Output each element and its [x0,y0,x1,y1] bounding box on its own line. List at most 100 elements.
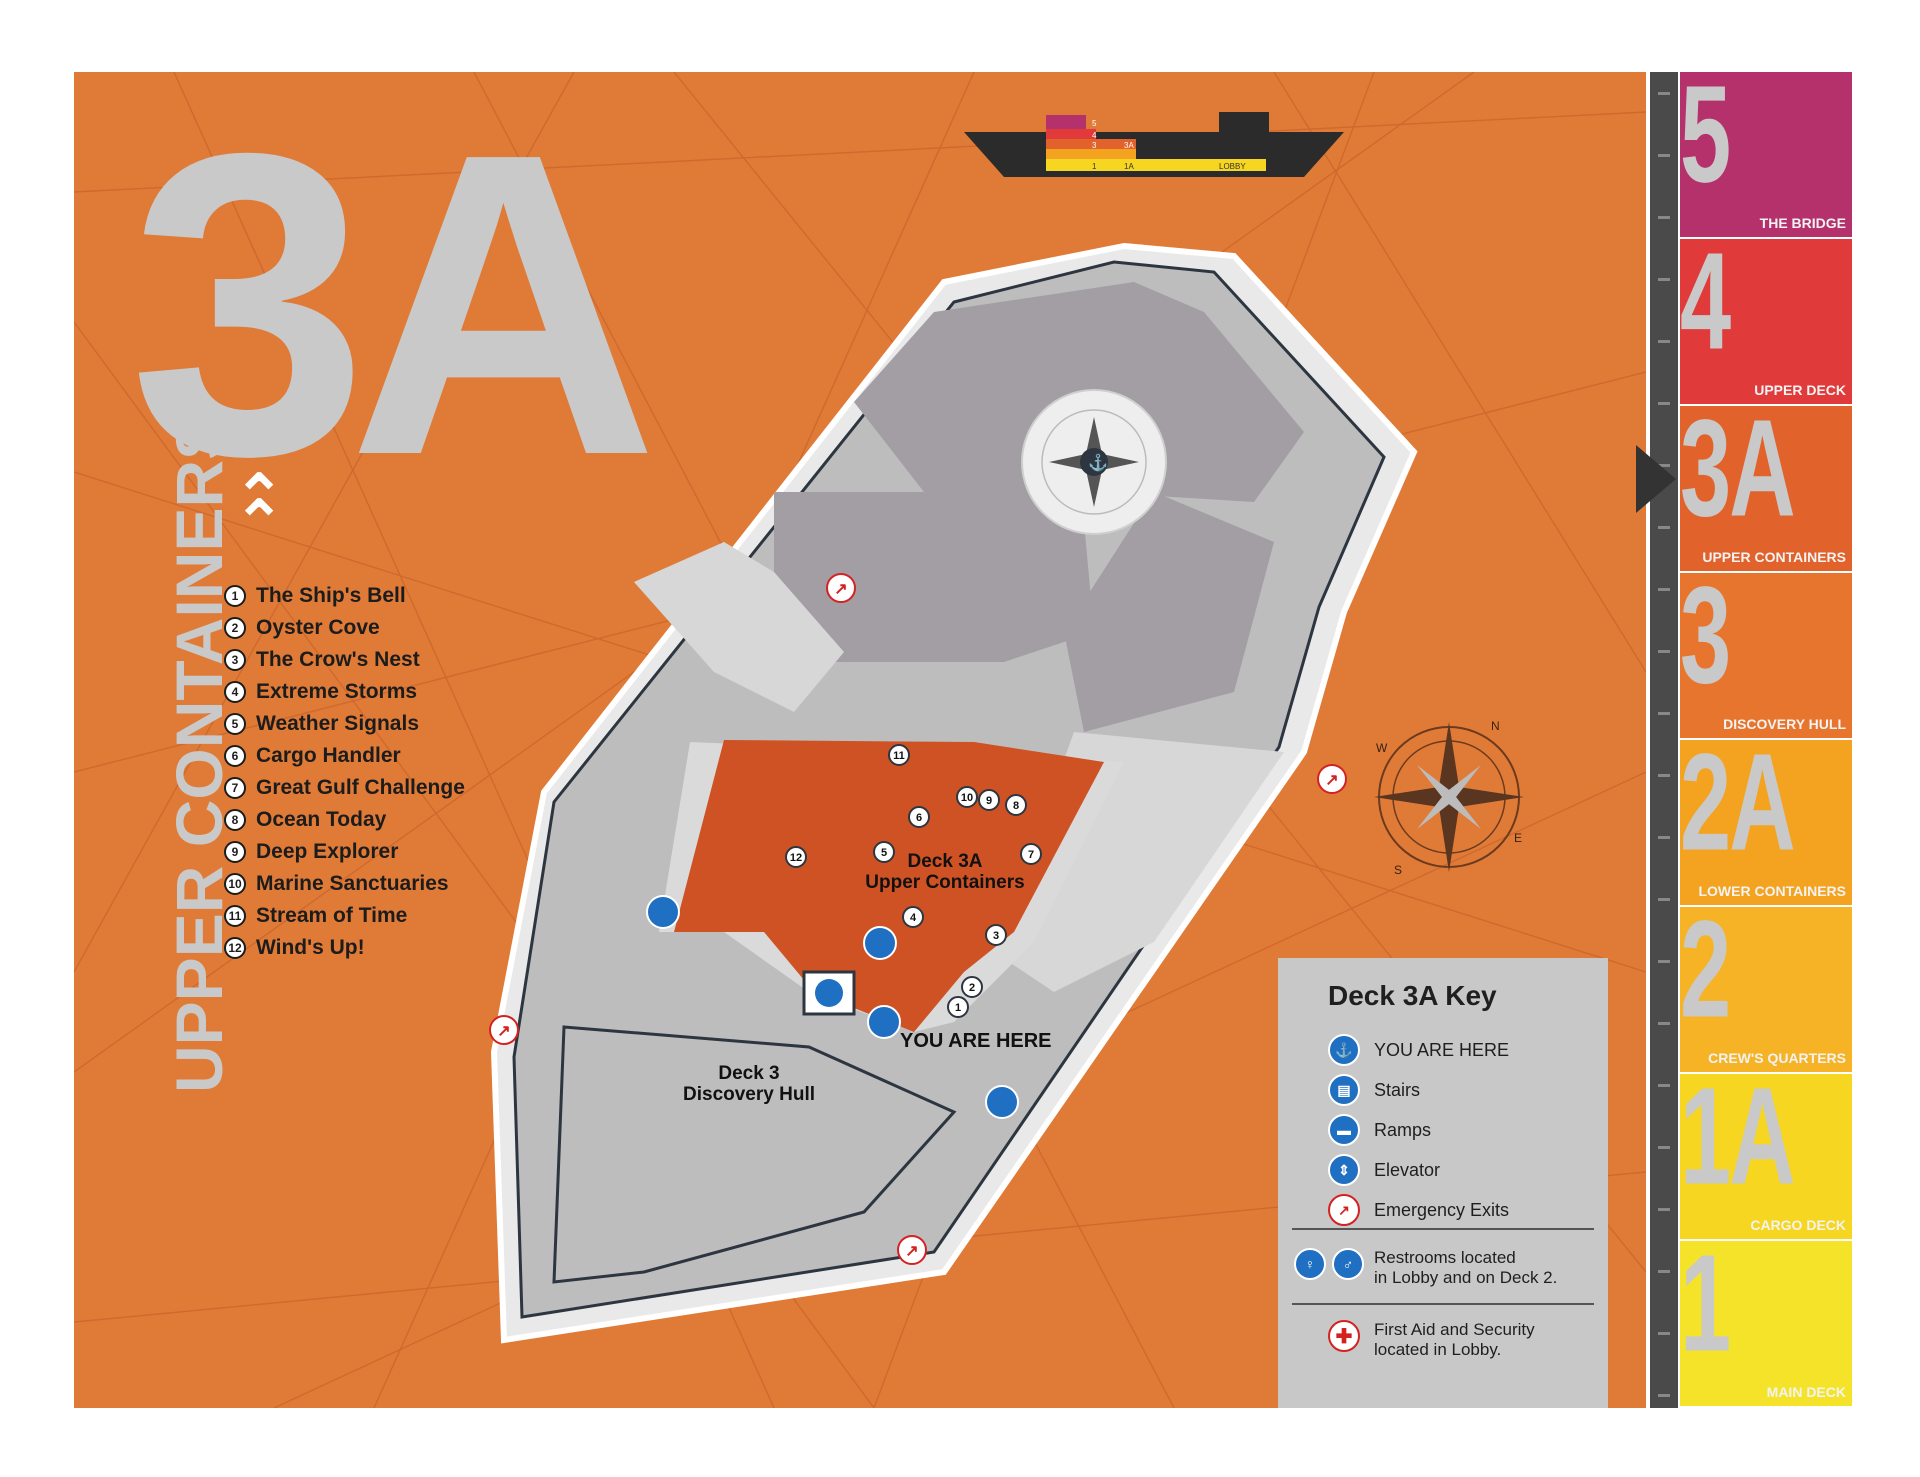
rail-tick [1658,774,1670,777]
area-label-deck-3: Deck 3 Discovery Hull [683,1063,815,1105]
profile-label-3: 3 [1092,141,1097,150]
rail-tick [1658,1146,1670,1149]
compass-letter-w: W [1376,741,1388,755]
profile-label-lobby: LOBBY [1219,162,1246,171]
key-label: Ramps [1374,1119,1432,1140]
svg-text:5: 5 [881,847,887,859]
deck-tab-number: 1 [1680,1241,1731,1381]
svg-text:8: 8 [1013,800,1019,812]
rail-tick [1658,650,1670,653]
exhibit-number-badge: 1 [224,585,246,607]
profile-label-1: 1 [1092,162,1097,171]
exhibit-name: Cargo Handler [256,744,401,767]
svg-text:10: 10 [961,792,973,804]
deck-tab-name: THE BRIDGE [1759,215,1846,231]
key-divider [1292,1228,1594,1230]
deck-tab-number: 2 [1680,907,1731,1047]
first-aid-note: First Aid and Security located in Lobby. [1374,1320,1535,1359]
exhibit-number-badge: 8 [224,809,246,831]
compass-letter-e: E [1514,831,1522,845]
rail-tick [1658,960,1670,963]
compass-letter-s: S [1394,863,1402,877]
profile-label-4: 4 [1092,131,1097,140]
deck-tab-number: 1A [1680,1074,1796,1214]
svg-text:↗: ↗ [834,581,847,598]
rail-tick [1658,154,1670,157]
svg-text:12: 12 [790,852,802,864]
rail-tick [1658,1084,1670,1087]
rail-tick [1658,712,1670,715]
deck-number-large: 3A [129,72,659,545]
deck-tab-2a[interactable]: 2A LOWER CONTAINERS [1680,740,1852,907]
deck-tab-number: 2A [1680,740,1796,880]
exhibit-name: Marine Sanctuaries [256,872,449,895]
exhibit-number-badge: 5 [224,713,246,735]
map-anchor-icon: ⚓ [1088,453,1108,472]
deck-tab-name: UPPER DECK [1754,382,1846,398]
key-row: ▬ Ramps [1328,1114,1431,1146]
deck-tab-name: MAIN DECK [1766,1384,1846,1400]
exhibit-number-badge: 9 [224,841,246,863]
first-aid-icon: ✚ [1328,1320,1360,1352]
exhibit-item: 8 Ocean Today [224,804,465,836]
exhibit-number-badge: 6 [224,745,246,767]
deck-tab-name: CREW'S QUARTERS [1708,1050,1846,1066]
key-divider [1292,1303,1594,1305]
current-deck-pointer-icon [1636,445,1676,513]
restroom-note: Restrooms located in Lobby and on Deck 2… [1374,1248,1558,1287]
deck-index-rail [1650,72,1678,1408]
key-row: ↗Emergency Exits [1328,1194,1509,1226]
exhibit-name: The Ship's Bell [256,584,406,607]
svg-text:6: 6 [916,812,922,824]
rail-tick [1658,1022,1670,1025]
exhibit-name: Ocean Today [256,808,387,831]
ramp-icon: ▬ [1328,1114,1360,1146]
exhibit-name: Wind's Up! [256,936,365,959]
exhibit-name: Stream of Time [256,904,408,927]
deck-tab-name: UPPER CONTAINERS [1702,549,1846,565]
key-title: Deck 3A Key [1328,980,1497,1011]
svg-text:7: 7 [1028,849,1034,861]
restroom-men-icon: ♂ [1332,1248,1364,1280]
exhibit-item: 1 The Ship's Bell [224,580,465,612]
first-aid-row: ✚ [1328,1320,1374,1352]
key-label: Stairs [1374,1079,1421,1100]
deck-tab-name: DISCOVERY HULL [1723,716,1846,732]
compass-rose-icon: N S E W [1374,719,1524,877]
exhibit-name: Great Gulf Challenge [256,776,465,799]
deck-tab-number: 4 [1680,239,1731,379]
rail-tick [1658,526,1670,529]
restroom-row: ♀ ♂ [1294,1248,1378,1280]
key-label: Elevator [1374,1159,1441,1180]
rail-tick [1658,898,1670,901]
exhibit-number-badge: 3 [224,649,246,671]
exhibit-name: Deep Explorer [256,840,399,863]
svg-text:4: 4 [910,912,917,924]
svg-text:2: 2 [969,982,975,994]
deck-tab-number: 5 [1680,72,1731,212]
svg-text:3: 3 [993,930,999,942]
you-are-here-label: YOU ARE HERE [900,1030,1052,1052]
key-label: Emergency Exits [1374,1199,1510,1220]
exhibit-number-badge: 2 [224,617,246,639]
deck-tab-name: LOWER CONTAINERS [1698,883,1846,899]
svg-text:↗: ↗ [1325,772,1338,789]
exhibit-number-badge: 11 [224,905,246,927]
deck-tab-number: 3 [1680,573,1731,713]
key-row: ⇕Elevator [1328,1154,1440,1186]
rail-tick [1658,1270,1670,1273]
svg-text:↗: ↗ [497,1023,510,1040]
